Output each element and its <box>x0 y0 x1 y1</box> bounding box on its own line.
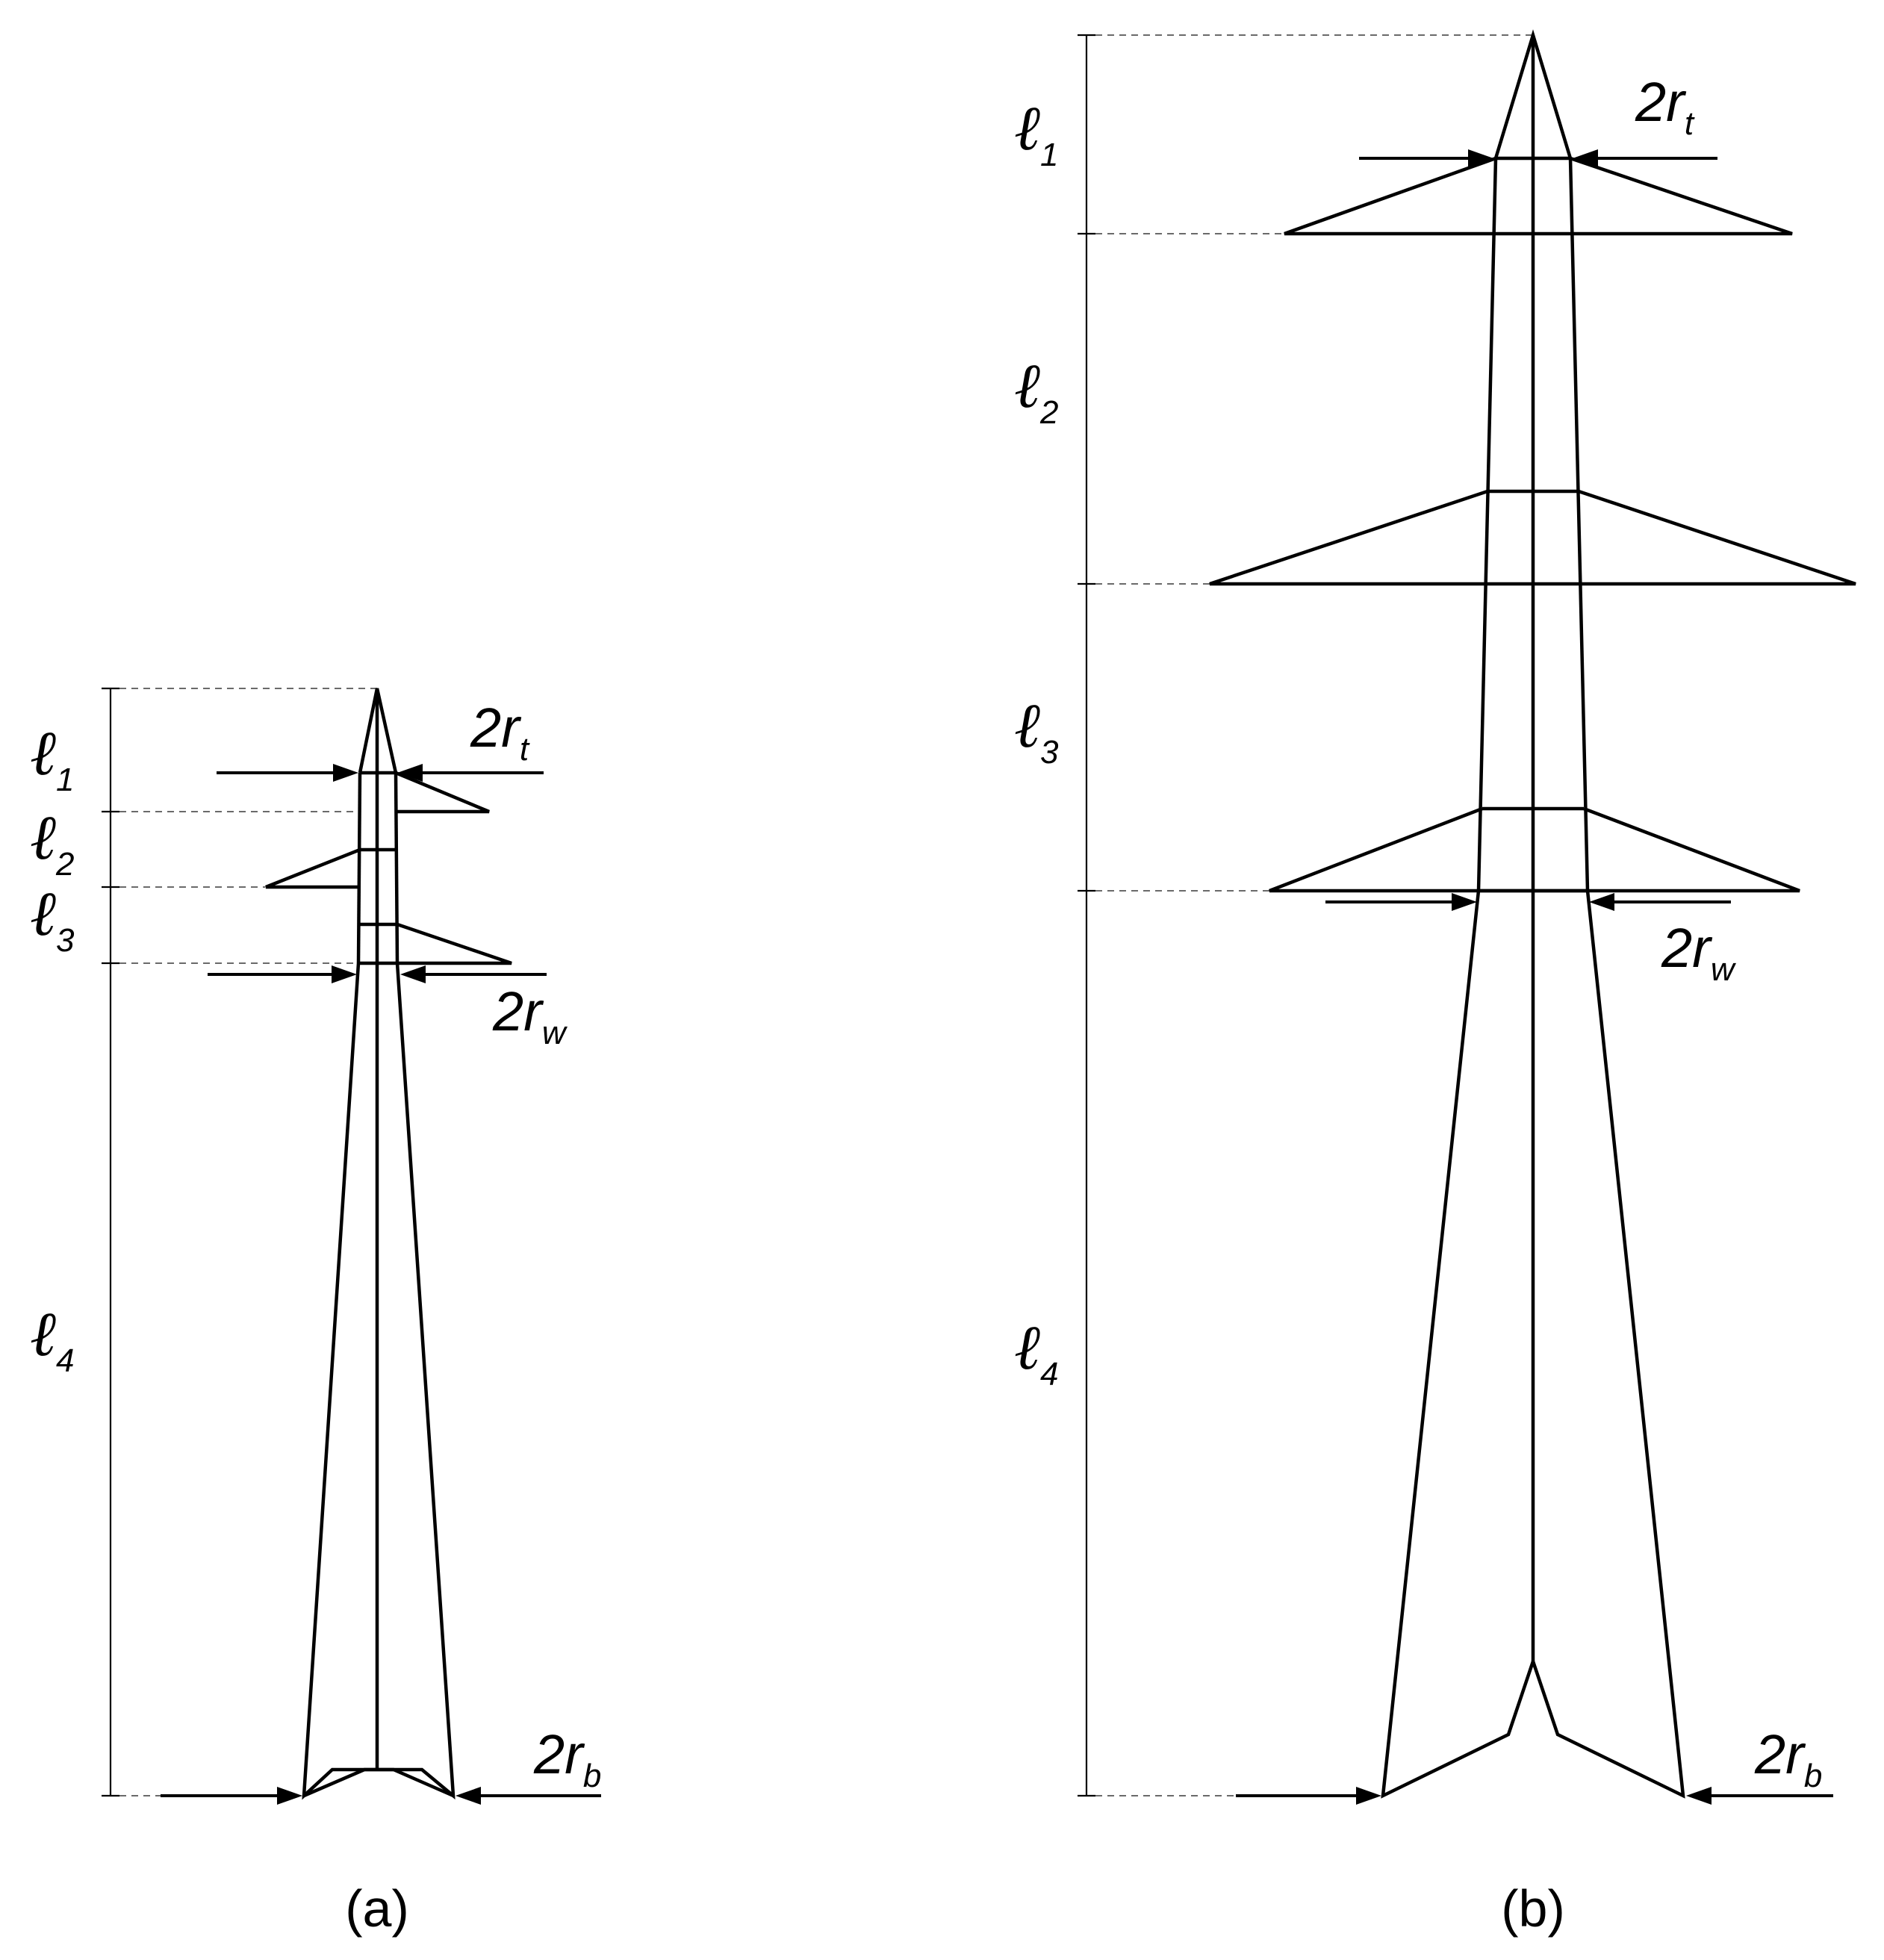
panel-a-label-2rw: 2rw <box>492 980 568 1051</box>
panel-b-tower <box>1209 29 1856 1799</box>
panel-b-label-l4: ℓ4 <box>1014 1310 1058 1393</box>
panel-b-label-2rb: 2rb <box>1754 1723 1822 1794</box>
panel-a-top-radius-arrows <box>217 764 544 782</box>
panel-a-label-l4: ℓ4 <box>30 1297 74 1379</box>
panel-b: ℓ1 ℓ2 ℓ3 ℓ4 2rt 2rw 2rb (b) <box>1014 29 1856 1938</box>
panel-a-bottom-radius-arrows <box>161 1787 601 1805</box>
panel-b-label-l1: ℓ1 <box>1014 91 1058 173</box>
panel-a-tower <box>265 688 512 1800</box>
panel-b-top-radius-arrows <box>1359 149 1717 167</box>
panel-b-label-2rw: 2rw <box>1661 917 1737 988</box>
panel-a-label-l2: ℓ2 <box>30 800 74 883</box>
panel-b-caption: (b) <box>1501 1879 1565 1938</box>
panel-a-label-2rb: 2rb <box>533 1723 601 1794</box>
panel-b-dimension-line <box>1078 34 1095 1797</box>
panel-a-waist-radius-arrows <box>208 965 547 983</box>
panel-a: ℓ1 ℓ2 ℓ3 ℓ4 2rt 2rw 2rb (a) <box>30 687 601 1938</box>
panel-a-dimension-line <box>102 687 119 1797</box>
panel-b-bottom-radius-arrows <box>1236 1787 1833 1805</box>
panel-b-label-2rt: 2rt <box>1635 71 1695 142</box>
panel-b-waist-radius-arrows <box>1325 893 1731 911</box>
panel-b-label-l2: ℓ2 <box>1014 349 1058 431</box>
panel-b-label-l3: ℓ3 <box>1014 688 1059 771</box>
panel-b-dashed-leaders <box>1095 34 1533 1796</box>
panel-a-label-l3: ℓ3 <box>30 877 75 959</box>
panel-a-dashed-leaders <box>119 688 377 1796</box>
panel-a-label-2rt: 2rt <box>470 697 530 768</box>
panel-a-label-l1: ℓ1 <box>30 716 74 798</box>
panel-a-caption: (a) <box>345 1879 409 1938</box>
